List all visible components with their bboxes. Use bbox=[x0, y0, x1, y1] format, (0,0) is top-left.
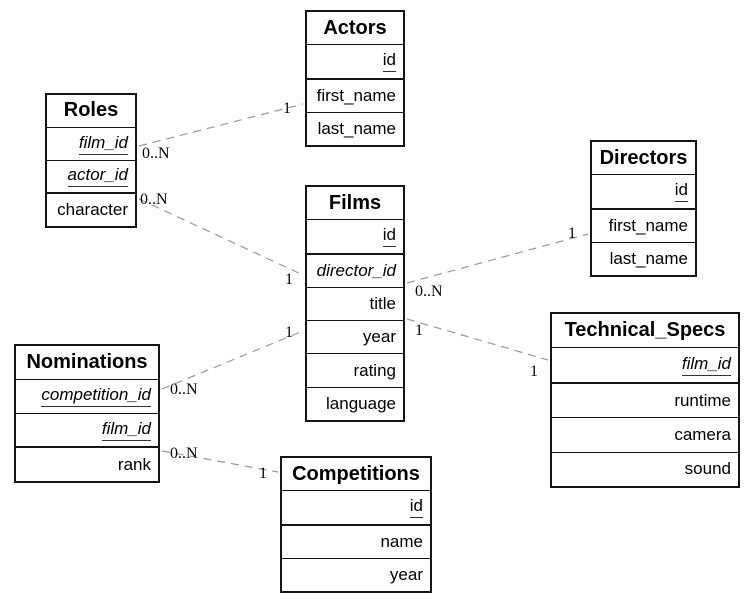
entity-title: Nominations bbox=[26, 350, 148, 373]
cardinality-label: 0..N bbox=[170, 445, 198, 462]
relationship-roles-films bbox=[138, 198, 304, 276]
attribute-row: rating bbox=[307, 353, 403, 386]
cardinality-label: 1 bbox=[568, 225, 576, 242]
attribute-id: id bbox=[674, 180, 688, 203]
entity-title: Competitions bbox=[292, 462, 420, 485]
attribute-rating: rating bbox=[353, 360, 396, 380]
attribute-row: id bbox=[307, 44, 403, 77]
cardinality-label: 1 bbox=[283, 100, 291, 117]
cardinality-label: 1 bbox=[415, 322, 423, 339]
cardinality-label: 1 bbox=[285, 271, 293, 288]
attribute-camera: camera bbox=[674, 424, 731, 444]
entity-title: Technical_Specs bbox=[564, 319, 726, 342]
attribute-rank: rank bbox=[117, 454, 151, 474]
attribute-character: character bbox=[57, 200, 128, 220]
entity-directors: Directors id first_name last_name bbox=[590, 140, 697, 277]
attribute-row: camera bbox=[552, 417, 738, 451]
attribute-film_id: film_id bbox=[78, 133, 128, 155]
attribute-row: actor_id bbox=[47, 159, 135, 193]
attribute-row: film_id bbox=[47, 126, 135, 160]
attribute-row: first_name bbox=[592, 207, 695, 242]
attribute-director_id: director_id bbox=[316, 260, 396, 280]
cardinality-label: 0..N bbox=[170, 381, 198, 398]
attribute-year: year bbox=[389, 564, 423, 584]
attribute-first_name: first_name bbox=[316, 85, 396, 105]
entity-title: Roles bbox=[63, 99, 119, 122]
attribute-row: runtime bbox=[552, 381, 738, 417]
attribute-row: film_id bbox=[552, 347, 738, 381]
attribute-row: director_id bbox=[307, 252, 403, 287]
attribute-sound: sound bbox=[684, 459, 731, 479]
attribute-row: id bbox=[592, 174, 695, 207]
attribute-id: id bbox=[382, 225, 396, 248]
attribute-row: rank bbox=[16, 446, 158, 481]
relationship-nominations-films bbox=[161, 330, 304, 390]
cardinality-label: 1 bbox=[285, 324, 293, 341]
relationship-nominations-competitions bbox=[161, 450, 279, 473]
cardinality-label: 0..N bbox=[142, 145, 170, 162]
attribute-runtime: runtime bbox=[674, 390, 731, 410]
attribute-actor_id: actor_id bbox=[67, 165, 128, 188]
entity-title: Films bbox=[328, 191, 382, 214]
cardinality-label: 0..N bbox=[415, 283, 443, 300]
attribute-year: year bbox=[362, 327, 396, 347]
attribute-id: id bbox=[382, 50, 396, 73]
relationship-films-directors bbox=[406, 233, 589, 284]
entity-title: Directors bbox=[599, 146, 688, 169]
attribute-title: title bbox=[369, 293, 396, 313]
attribute-row: character bbox=[47, 192, 135, 226]
attribute-id: id bbox=[409, 496, 423, 519]
attribute-row: language bbox=[307, 386, 403, 420]
attribute-first_name: first_name bbox=[608, 215, 688, 235]
attribute-row: film_id bbox=[16, 412, 158, 447]
attribute-row: first_name bbox=[307, 77, 403, 112]
attribute-film_id: film_id bbox=[681, 354, 731, 377]
attribute-row: sound bbox=[552, 451, 738, 486]
attribute-last_name: last_name bbox=[609, 248, 688, 268]
attribute-row: id bbox=[307, 219, 403, 252]
cardinality-label: 1 bbox=[530, 363, 538, 380]
entity-competitions: Competitions id name year bbox=[280, 456, 432, 593]
attribute-row: year bbox=[307, 320, 403, 353]
entity-title: Actors bbox=[323, 16, 387, 39]
relationship-roles-actors bbox=[138, 103, 304, 147]
attribute-row: last_name bbox=[592, 241, 695, 275]
attribute-name: name bbox=[380, 531, 423, 551]
relationship-films-technical_specs bbox=[406, 318, 549, 361]
attribute-row: name bbox=[282, 523, 430, 558]
cardinality-label: 0..N bbox=[140, 191, 168, 208]
attribute-row: id bbox=[282, 490, 430, 523]
attribute-row: year bbox=[282, 557, 430, 591]
entity-actors: Actors id first_name last_name bbox=[305, 10, 405, 147]
entity-roles: Roles film_id actor_id character bbox=[45, 93, 137, 228]
attribute-language: language bbox=[326, 393, 396, 413]
attribute-competition_id: competition_id bbox=[41, 385, 151, 408]
attribute-row: last_name bbox=[307, 111, 403, 145]
attribute-row: title bbox=[307, 286, 403, 320]
attribute-row: competition_id bbox=[16, 378, 158, 413]
attribute-last_name: last_name bbox=[317, 118, 396, 138]
cardinality-label: 1 bbox=[259, 465, 267, 482]
attribute-film_id: film_id bbox=[101, 419, 151, 441]
